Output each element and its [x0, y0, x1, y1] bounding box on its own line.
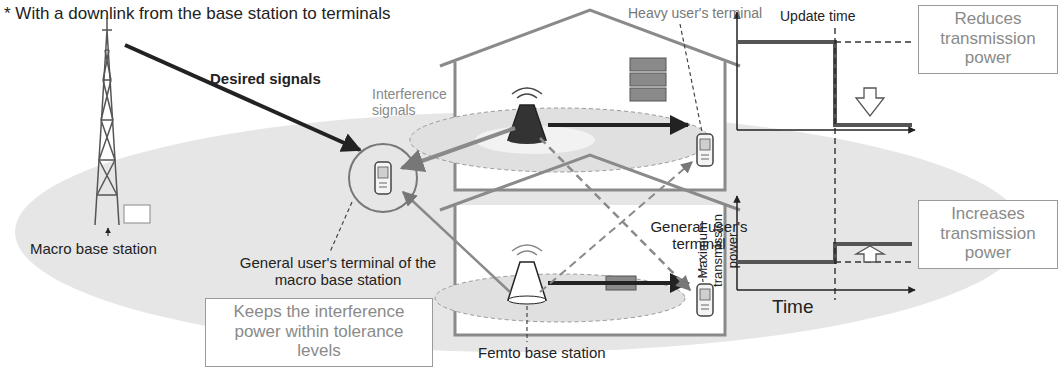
signal-label: Desired signals	[210, 70, 350, 87]
result-box: Reduces transmission power	[918, 5, 1058, 74]
terminal-label: General user's terminal of the macro bas…	[238, 254, 438, 289]
station-label: Femto base station	[478, 344, 638, 361]
axis-label: Update time	[780, 8, 890, 24]
terminal-label: Heavy user's terminal	[628, 5, 798, 21]
box-text: Keeps the interference power within tole…	[212, 302, 426, 361]
station-label: Macro base station	[30, 240, 180, 257]
box-text: Increases transmission power	[925, 204, 1051, 263]
axis-label: Maximum transmission power	[696, 200, 741, 300]
axis-label: Time	[772, 296, 832, 318]
result-box: Increases transmission power	[918, 200, 1058, 269]
note-box: Keeps the interference power within tole…	[205, 298, 433, 367]
box-text: Reduces transmission power	[925, 9, 1051, 68]
signal-label: Interference signals	[372, 86, 482, 118]
note-text: * With a downlink from the base station …	[4, 4, 474, 24]
